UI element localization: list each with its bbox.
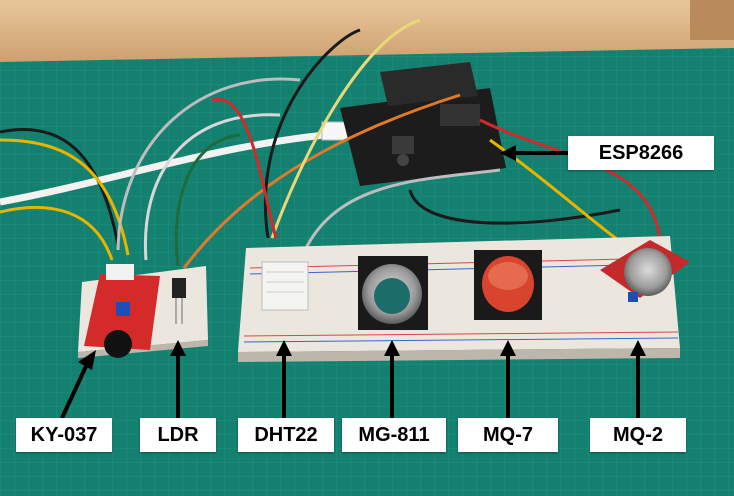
jumper-wires [0, 18, 662, 269]
usb-cable [0, 128, 361, 206]
label-mq2: MQ-2 [590, 418, 686, 452]
label-ldr: LDR [140, 418, 216, 452]
label-dht22: DHT22 [238, 418, 334, 452]
mq7-sensor [474, 250, 542, 320]
mq2-sensor [600, 240, 690, 302]
label-esp8266: ESP8266 [568, 136, 714, 170]
dht22-sensor [261, 261, 309, 311]
wood-block [690, 0, 734, 40]
mg811-sensor [358, 256, 428, 330]
label-mg811: MG-811 [342, 418, 446, 452]
label-mq7: MQ-7 [458, 418, 558, 452]
main-breadboard [238, 236, 680, 362]
label-ky037: KY-037 [16, 418, 112, 452]
ldr-sensor [172, 278, 186, 324]
ky037-module [84, 264, 160, 358]
callout-arrows [60, 145, 646, 419]
esp8266-board [340, 62, 506, 186]
